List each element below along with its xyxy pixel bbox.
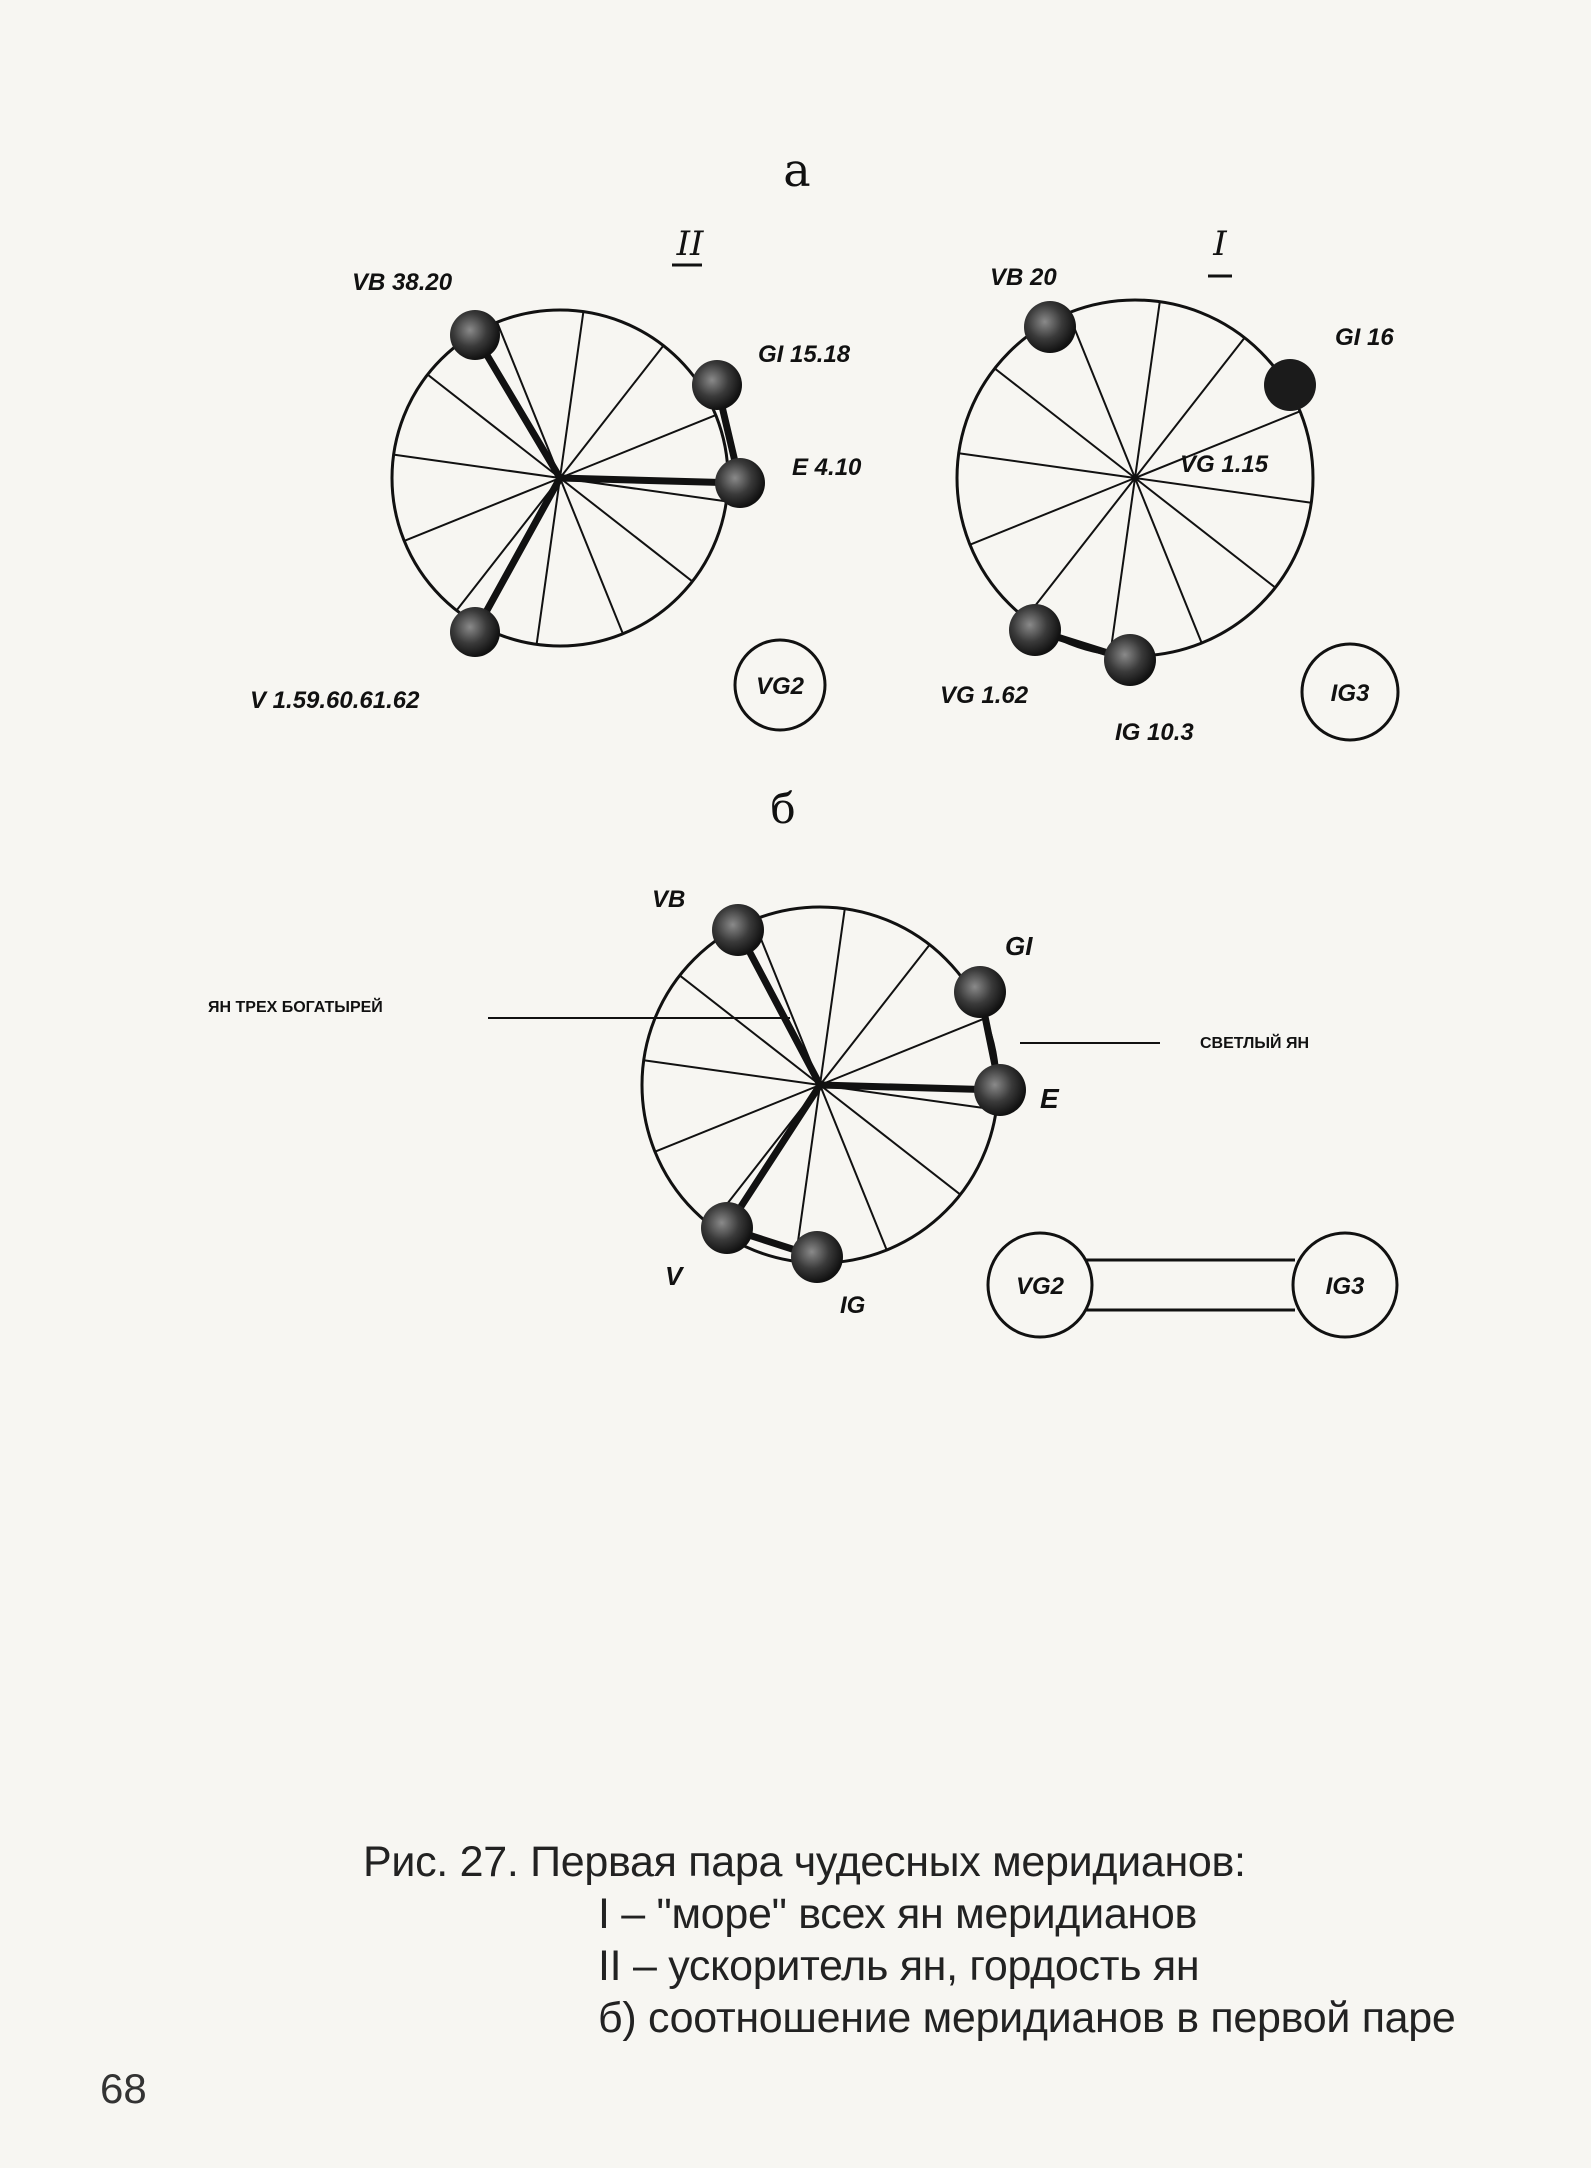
box-vg2-a-label: VG2 [756, 673, 805, 700]
wheel-spoke [559, 414, 717, 479]
diagram-ii: II VB 38.20 GI 15.18 E 4.10 V 1.59.60.61… [250, 224, 862, 732]
diagram-i: I VB 20 GI 16 VG 1.15 VG 1.62 IG 10.3 IG… [940, 224, 1400, 746]
diagram-b: VB GI E V IG ЯН ТРЕХ БОГАТЫРЕЙ СВЕТЛЫЙ Я… [208, 886, 1399, 1339]
box-ig3-a [1300, 642, 1400, 742]
wheel-spoke [559, 344, 665, 479]
wheel-spoke [535, 477, 561, 645]
wheel-spokes-i [958, 301, 1312, 655]
wheel-spoke [643, 1059, 821, 1086]
wheel-spoke [1134, 477, 1203, 644]
wheel-spoke [559, 311, 585, 479]
caption-line-2: I – "море" всех ян меридианов [598, 1890, 1198, 1938]
label-vg-center-i: VG 1.15 [1180, 451, 1269, 478]
label-v-b: V [665, 1261, 685, 1291]
wheel-spoke [426, 373, 561, 479]
wheel-spoke [1134, 337, 1246, 479]
label-ig-i: IG 10.3 [1115, 719, 1194, 746]
label-ig-b: IG [840, 1292, 865, 1319]
wheel-spoke [403, 477, 561, 542]
wheel-spoke [1024, 477, 1136, 619]
point-v-ii [450, 607, 500, 657]
point-vb-i [1024, 301, 1076, 353]
roman-label-i: I [1212, 224, 1227, 264]
box-vg2-b [986, 1231, 1094, 1339]
wheel-spoke [1134, 410, 1301, 479]
caption-line-1: Рис. 27. Первая пара чудесных меридианов… [363, 1838, 1246, 1886]
wheel-spoke [559, 477, 624, 635]
caption-line-3: II – ускоритель ян, гордость ян [598, 1942, 1200, 1990]
point-vg-i [1009, 604, 1061, 656]
wheel-spoke [819, 1017, 986, 1086]
wheel-spoke [819, 944, 931, 1086]
wheel-spoke [819, 1084, 888, 1251]
label-v-ii: V 1.59.60.61.62 [250, 687, 420, 714]
box-ig3-b-label: IG3 [1326, 1273, 1365, 1300]
wheel-spoke [496, 321, 561, 479]
point-gi-ii [692, 360, 742, 410]
point-ig-i [1104, 634, 1156, 686]
point-vb-ii [450, 310, 500, 360]
caption-line-4: б) соотношение меридианов в первой паре [598, 1994, 1456, 2042]
box-vg2-a [733, 638, 827, 732]
wheel-spoke [1109, 477, 1136, 655]
wheel-spoke [819, 1084, 961, 1196]
point-vb-b [712, 904, 764, 956]
box-ig3-a-label: IG3 [1331, 680, 1370, 707]
wheel-spoke [559, 477, 694, 583]
roman-label-ii: II [676, 224, 704, 264]
point-gi-b [954, 966, 1006, 1018]
label-vb-b: VB [652, 886, 685, 913]
wheel-spokes-ii [393, 311, 727, 645]
label-gi-i: GI 16 [1335, 324, 1394, 351]
label-e-ii: E 4.10 [792, 454, 862, 481]
wheel-spoke [393, 453, 561, 479]
wheel-spoke [1134, 301, 1161, 479]
point-gi-i [1264, 359, 1316, 411]
box-vg2-b-label: VG2 [1016, 1273, 1065, 1300]
label-vb-i: VB 20 [990, 264, 1057, 291]
wheel-spoke [819, 908, 846, 1086]
wheel-spoke [1134, 477, 1276, 589]
wheel-spoke [679, 974, 821, 1086]
wheel-spoke [794, 1084, 821, 1262]
page-number: 68 [100, 2065, 147, 2112]
label-bright-yan: СВЕТЛЫЙ ЯН [1200, 1033, 1309, 1052]
label-yan-three-heroes: ЯН ТРЕХ БОГАТЫРЕЙ [208, 997, 383, 1016]
wheel-spoke [654, 1084, 821, 1153]
point-ig-b [791, 1231, 843, 1283]
section-label-b: б [770, 784, 795, 833]
point-e-b [974, 1064, 1026, 1116]
label-vg-i: VG 1.62 [940, 682, 1029, 709]
wheel-spoke [958, 452, 1136, 479]
wheel-spoke [969, 477, 1136, 546]
point-e-ii [715, 458, 765, 508]
wheel-spoke [1067, 312, 1136, 479]
wheel-spoke [455, 477, 561, 612]
label-e-b: E [1040, 1083, 1060, 1114]
section-label-a: а [783, 143, 810, 197]
wheel-spoke [1134, 477, 1312, 504]
label-gi-ii: GI 15.18 [758, 341, 851, 368]
label-gi-b: GI [1005, 931, 1033, 961]
label-vb-ii: VB 38.20 [352, 269, 453, 296]
box-ig3-b [1291, 1231, 1399, 1339]
wheel-spoke [994, 367, 1136, 479]
point-v-b [701, 1202, 753, 1254]
